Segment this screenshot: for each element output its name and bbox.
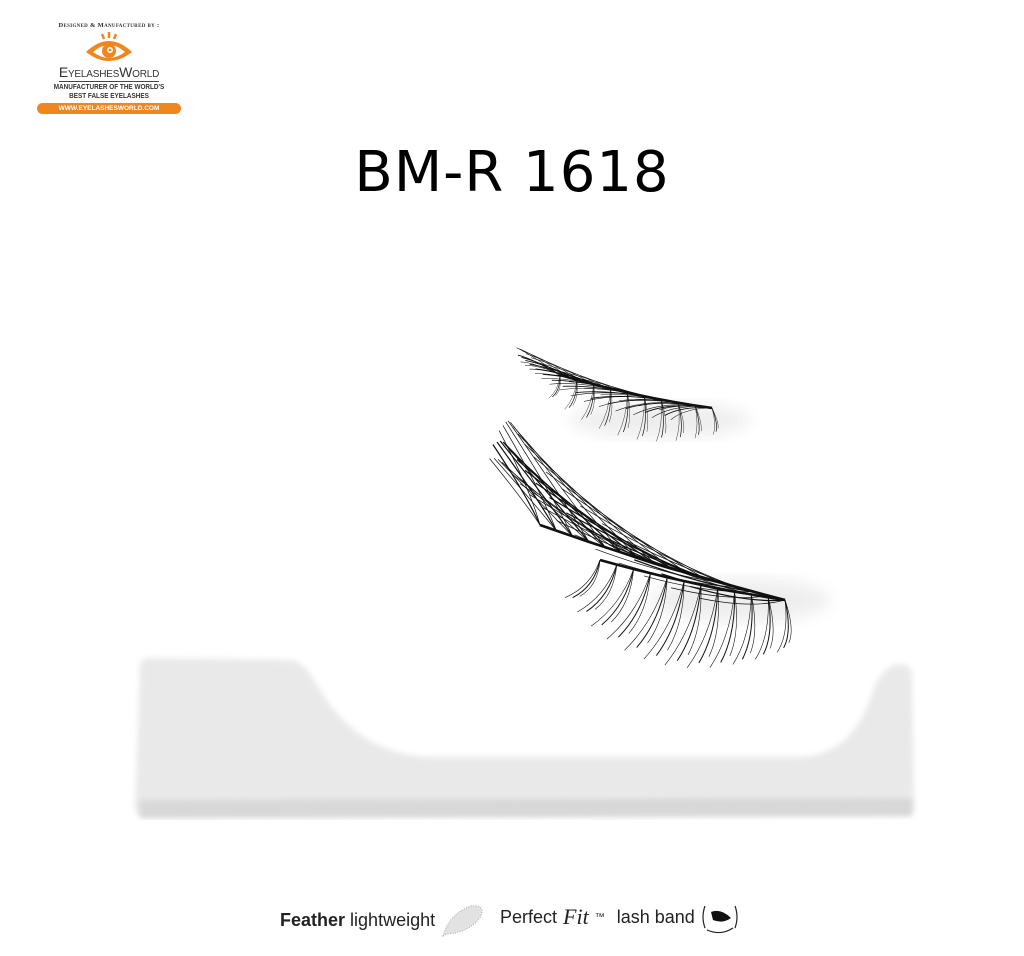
fit-text: Fit — [563, 904, 589, 929]
feather-icon — [442, 905, 483, 937]
feature-feather: Feather lightweight — [280, 902, 485, 938]
perfect-text: Perfect — [500, 906, 558, 927]
eyelash-large — [489, 420, 792, 668]
logo-subtitle-1: MANUFACTURER OF THE WORLD'S — [53, 82, 165, 91]
eyelash-small — [516, 347, 719, 442]
product-code: BM-R 1618 — [354, 140, 670, 205]
lash-band-icon — [702, 905, 738, 934]
trademark: ™ — [594, 911, 605, 923]
logo-url[interactable]: WWW.EYELASHESWORLD.COM — [37, 103, 181, 114]
logo-subtitle-2: BEST FALSE EYELASHES — [69, 91, 149, 100]
logo-tagline: Designed & Manufactured by : — [58, 22, 160, 29]
logo-brand: EyelashesWorld — [58, 64, 160, 82]
feature-perfect-fit: Perfect Fit ™ lash band — [500, 900, 739, 934]
eye-icon — [86, 32, 132, 61]
brand-logo: Designed & Manufactured by : EyelashesWo… — [36, 22, 182, 114]
feather-bold: Feather — [280, 909, 346, 930]
feather-rest: lightweight — [350, 909, 436, 930]
lash-band-text: lash band — [616, 906, 695, 927]
lash-tray — [135, 658, 914, 818]
